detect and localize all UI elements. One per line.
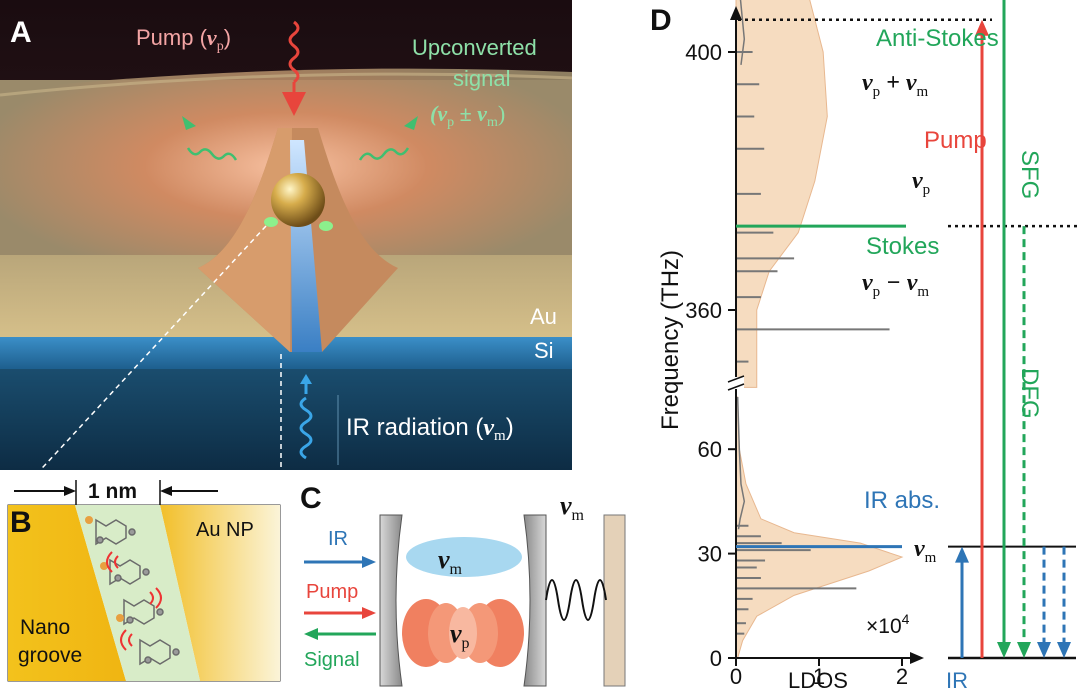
upconverted-line1: Upconverted: [412, 35, 537, 60]
nano-line1: Nano: [20, 616, 70, 639]
molecule-chain: [95, 518, 180, 666]
nu-p-label: νp: [912, 168, 930, 198]
pump-arrow-head: [975, 19, 989, 36]
c-pump-label: Pump: [306, 581, 358, 603]
ytick-label: 30: [698, 542, 722, 567]
d-levels: [736, 0, 1078, 660]
xtick-label: 0: [730, 664, 742, 689]
nano-line2: groove: [18, 644, 82, 667]
panel-c: C IR Pump Signal νm νp νm: [300, 482, 626, 687]
d-scale-note: ×104: [866, 611, 910, 638]
panel-d: D 36040044003060012 Frequency (THz) LDOS…: [650, 0, 1078, 690]
ytick-label: 360: [685, 298, 722, 323]
panel-a: A Pump (νp) Upconverted signal (νp ± νm)…: [0, 0, 573, 506]
xtick-label: 1: [813, 664, 825, 689]
d-ir-label: IR: [946, 668, 968, 690]
ir-radiation-label: IR radiation (νm): [346, 414, 514, 444]
dfg-label: DFG: [1016, 368, 1043, 419]
ir-abs-label: IR abs.: [864, 487, 940, 514]
ir-down-arrow-1-head: [1037, 642, 1051, 658]
d-ylabel: Frequency (THz): [657, 250, 684, 430]
ir-down-arrow-2-head: [1057, 642, 1071, 658]
c-ir-label: IR: [328, 528, 348, 550]
ytick-label: 60: [698, 437, 722, 462]
panel-b: 1 nm B Au NP Nano groove: [7, 480, 281, 682]
ytick-label: 0: [710, 646, 722, 671]
ir-arrow-head: [955, 546, 969, 563]
sfg-arrow-head: [997, 642, 1011, 658]
c-signal-label: Signal: [304, 649, 360, 671]
nu-m-label: νm: [914, 536, 937, 566]
c-nu-m-top: νm: [560, 491, 585, 524]
sfg-label: SFG: [1016, 150, 1043, 199]
scale-label: 1 nm: [88, 480, 137, 503]
upconverted-line3: (νp ± νm): [430, 101, 505, 130]
d-pump-label: Pump: [924, 127, 987, 154]
anti-stokes-label: Anti-Stokes: [876, 25, 999, 52]
upconverted-line2: signal: [453, 66, 510, 91]
panel-b-letter: B: [10, 506, 32, 539]
xtick-label: 2: [896, 664, 908, 689]
ldos-spectrum: [736, 0, 890, 635]
c-nu-p-center: νp: [450, 619, 470, 652]
c-nu-m-center: νm: [438, 545, 463, 578]
au-np-label: Au NP: [196, 519, 254, 541]
dfg-arrow-head: [1017, 642, 1031, 658]
nu-sum-label: νp + νm: [862, 70, 928, 100]
spectrum-trace-upper: [739, 0, 746, 65]
stokes-label: Stokes: [866, 233, 939, 260]
panel-a-letter: A: [10, 16, 32, 49]
si-label: Si: [534, 338, 554, 363]
pump-label: Pump (νp): [136, 25, 231, 54]
ytick-label: 400: [685, 40, 722, 65]
d-xlabel: LDOS: [788, 668, 848, 690]
nu-diff-label: νp − νm: [862, 270, 929, 300]
panel-c-letter: C: [300, 482, 322, 515]
panel-d-letter: D: [650, 4, 672, 37]
au-label: Au: [530, 304, 557, 329]
spectrum-trace-lower: [736, 396, 746, 530]
d-ticks: 36040044003060012: [685, 40, 908, 689]
